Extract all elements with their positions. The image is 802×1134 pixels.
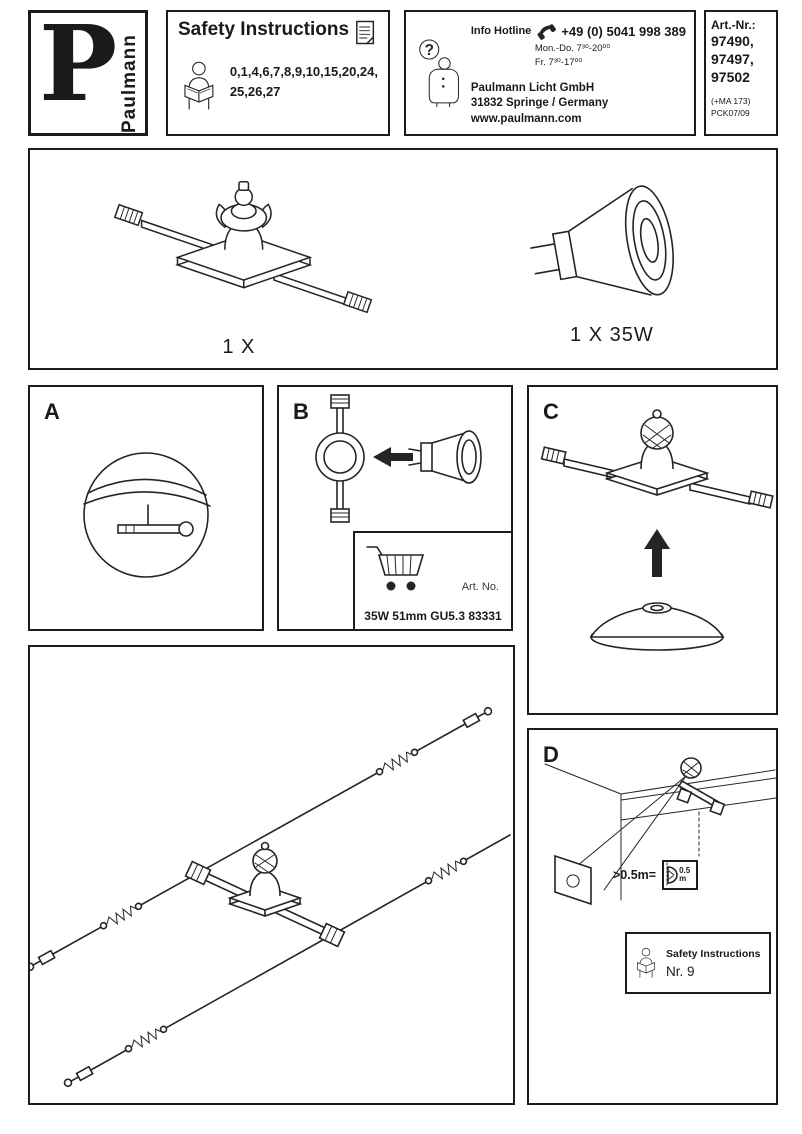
cable-end-fitting	[25, 949, 56, 972]
step-c-label: C	[543, 399, 559, 424]
bulb-art-no-label: Art. No.	[461, 581, 499, 593]
step-b-panel: B	[277, 385, 513, 631]
safety-note-title: Safety Instructions	[666, 947, 761, 960]
clamp-detail-drawing	[83, 452, 211, 578]
artnr-box: Art.-Nr.: 97490, 97497, 97502 (+MA 173) …	[704, 10, 778, 136]
company-address: 31832 Springe / Germany	[470, 97, 609, 110]
safety-note-box: Safety Instructions Nr. 9	[625, 932, 771, 994]
shopping-cart-icon	[366, 546, 425, 591]
hotline-label: Info Hotline	[470, 25, 532, 37]
shade-mount-drawing	[540, 409, 774, 651]
turnbuckle-icon	[424, 855, 468, 887]
lamp-cross-section-icon	[666, 862, 678, 888]
question-person-icon: ?	[419, 39, 459, 108]
hotline-hours-friday: Fr. 7³⁰-17⁰⁰	[534, 57, 583, 69]
cable-clamp	[318, 922, 346, 948]
step-a-label: A	[44, 399, 60, 424]
brand-letter: P	[39, 2, 118, 125]
bulb-insert-drawing	[315, 394, 482, 523]
step-c-panel: C	[527, 385, 778, 715]
halogen-bulb-drawing	[530, 184, 674, 296]
artnr-note1: (+MA 173)	[711, 95, 751, 106]
safety-title: Safety Instructions	[178, 19, 350, 40]
fixture-quantity: 1 X	[222, 336, 256, 358]
cable-end-fitting	[63, 1065, 94, 1088]
reading-person-icon	[636, 947, 656, 978]
push-up-arrow-icon	[644, 529, 670, 577]
svg-text:?: ?	[425, 42, 434, 59]
phone-icon	[537, 24, 557, 40]
cable-clamp	[184, 860, 212, 886]
booklet-icon	[356, 20, 375, 45]
bulb-quantity: 1 X 35W	[570, 323, 654, 346]
hotline-hours-weekdays: Mon.-Do. 7³⁰-20⁰⁰	[534, 43, 611, 54]
min-distance-note: >0.5m= 0.5 m	[613, 860, 699, 890]
hotline-phone: +49 (0) 5041 998 389	[561, 23, 686, 39]
safety-note-number: Nr. 9	[666, 963, 695, 979]
package-contents-box: 1 X 1 X 35W	[28, 148, 778, 370]
reading-person-icon	[184, 61, 214, 110]
cable-installation-drawing	[25, 706, 511, 1088]
min-distance-text: >0.5m=	[613, 868, 657, 882]
hotline-box: ? Info Hotline +49 (0) 5041 998 389	[404, 10, 696, 136]
artnr-note2: PCK07/09	[711, 108, 750, 119]
min-distance-icon: 0.5 m	[662, 860, 699, 890]
cable-end-fitting	[462, 706, 493, 729]
min-distance-value: 0.5	[679, 866, 691, 875]
turnbuckle-icon	[99, 900, 143, 932]
safety-instructions-box: Safety Instructions 0,1,4,6,7,8,9,10,15	[166, 10, 390, 136]
distance-scene-drawing	[544, 757, 776, 906]
brand-logo-box: P Paulmann	[28, 2, 148, 136]
safety-numbers-line1: 0,1,4,6,7,8,9,10,15,20,24,	[229, 64, 378, 79]
step-d-label: D	[543, 742, 559, 767]
min-distance-unit: m	[679, 874, 687, 883]
turnbuckle-icon	[375, 746, 419, 778]
step-d-panel: D >0.5m=	[527, 728, 778, 1105]
insert-arrow-icon	[373, 447, 413, 467]
turnbuckle-icon	[124, 1023, 168, 1055]
company-name: Paulmann Licht GmbH	[470, 81, 595, 94]
cable-installation-panel	[25, 645, 515, 1105]
brand-name: Paulmann	[119, 34, 140, 133]
purchase-note-box: Art. No. 35W 51mm GU5.3 83331	[353, 531, 513, 631]
artnr-number: 97502	[711, 69, 750, 86]
step-a-panel: A	[28, 385, 264, 631]
company-website: www.paulmann.com	[470, 112, 582, 125]
artnr-number: 97490,	[711, 33, 754, 49]
step-b-label: B	[293, 399, 309, 424]
artnr-number: 97497,	[711, 51, 754, 68]
cable-spot-fixture-drawing	[113, 180, 373, 314]
safety-numbers: 0,1,4,6,7,8,9,10,15,20,24, 25,26,27	[230, 62, 378, 124]
artnr-label: Art.-Nr.:	[711, 18, 756, 32]
safety-numbers-line2: 25,26,27	[229, 84, 281, 100]
bulb-art-no-value: 35W 51mm GU5.3 83331	[364, 609, 502, 623]
